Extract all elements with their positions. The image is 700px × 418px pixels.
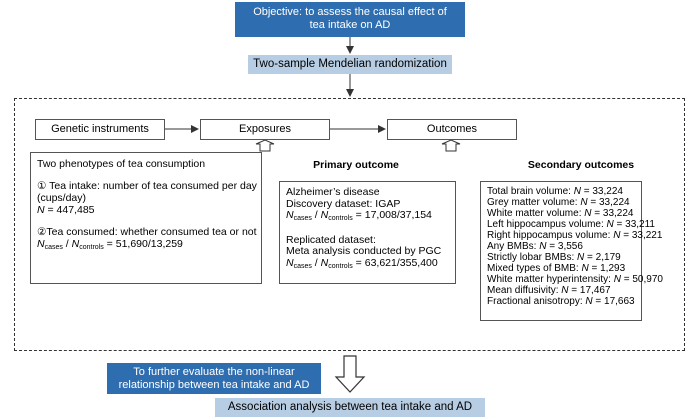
replicated-dataset: Replicated dataset:	[286, 233, 376, 246]
outcomes-box: Outcomes	[387, 119, 517, 140]
secondary-item: Left hippocampus volume: N = 33,211	[487, 219, 655, 230]
secondary-outcomes-heading: Secondary outcomes	[527, 159, 635, 171]
discovery-n: Ncases / Ncontrols = 17,008/37,154	[286, 209, 432, 222]
secondary-item: Mixed types of BMB: N = 1,293	[487, 263, 626, 274]
hollow-arrow-outcome-icon	[441, 139, 461, 152]
phenotypes-box: Two phenotypes of tea consumption ① Tea …	[30, 152, 262, 284]
secondary-item: Right hippocampus volume: N = 33,221	[487, 230, 663, 241]
primary-outcome-box: Alzheimer’s disease Discovery dataset: I…	[279, 181, 456, 284]
tea-intake-unit: (cups/day)	[37, 192, 87, 204]
method-box: Two-sample Mendelian randomization	[248, 55, 452, 74]
tea-intake-line: ① Tea intake: number of tea consumed per…	[37, 180, 257, 192]
tea-consumed-n: Ncases / Ncontrols = 51,690/13,259	[37, 238, 183, 251]
further-line-1: To further evaluate the non-linear	[133, 366, 295, 378]
objective-line-2: tea intake on AD	[309, 19, 391, 31]
genetic-instruments-box: Genetic instruments	[35, 119, 165, 140]
discovery-dataset: Discovery dataset: IGAP	[286, 197, 401, 210]
further-line-2: relationship between tea intake and AD	[118, 379, 310, 391]
secondary-item: Fractional anisotropy: N = 17,663	[487, 296, 635, 307]
disease-name: Alzheimer’s disease	[286, 186, 380, 198]
replicated-n: Ncases / Ncontrols = 63,621/355,400	[286, 256, 438, 270]
tea-intake-n: N = 447,485	[37, 204, 95, 216]
objective-line-1: Objective: to assess the causal effect o…	[253, 6, 447, 18]
primary-outcome-heading: Primary outcome	[313, 159, 399, 171]
hollow-down-arrow-icon	[334, 355, 366, 393]
framework-dashed-box	[14, 98, 685, 351]
phenotypes-title: Two phenotypes of tea consumption	[37, 158, 206, 170]
secondary-item: Any BMBs: N = 3,556	[487, 241, 583, 252]
secondary-item: White matter hyperintensity: N = 50,970	[487, 274, 663, 285]
objective-box: Objective: to assess the causal effect o…	[235, 2, 465, 37]
hollow-arrow-exposure-icon	[255, 139, 275, 152]
secondary-outcomes-box: Total brain volume: N = 33,224 Grey matt…	[480, 181, 663, 321]
tea-consumed-line: ②Tea consumed: whether consumed tea or n…	[37, 226, 257, 238]
further-evaluation-box: To further evaluate the non-linear relat…	[107, 363, 321, 394]
secondary-item: Mean diffusivity: N = 17,467	[487, 285, 611, 296]
association-analysis-box: Association analysis between tea intake …	[215, 398, 485, 417]
secondary-item: White matter volume: N = 33,224	[487, 208, 634, 219]
exposures-box: Exposures	[200, 119, 330, 140]
secondary-item: Total brain volume: N = 33,224	[487, 186, 623, 197]
secondary-item: Strictly lobar BMBs: N = 2,179	[487, 252, 621, 263]
meta-analysis: Meta analysis conducted by PGC	[286, 245, 442, 257]
secondary-item: Grey matter volume: N = 33,224	[487, 197, 630, 208]
